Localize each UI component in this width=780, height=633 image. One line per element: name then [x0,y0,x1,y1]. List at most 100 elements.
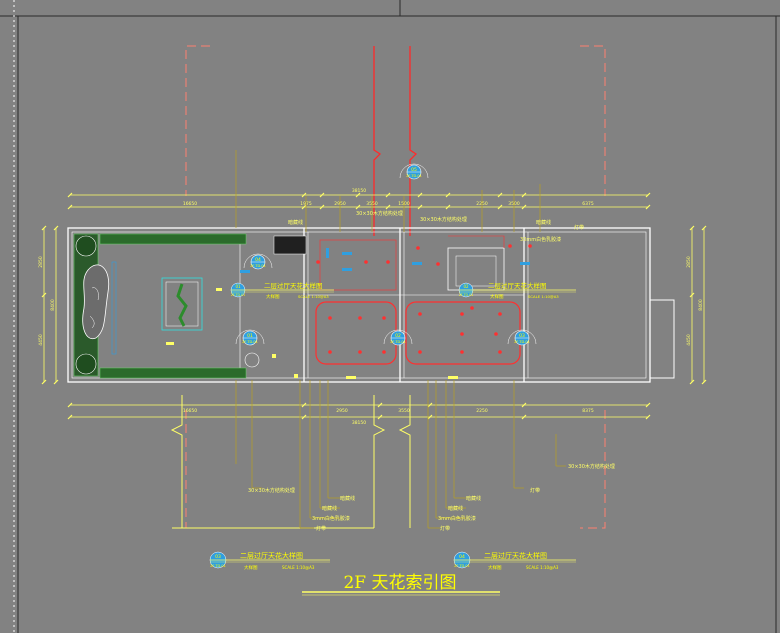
dim-tick [377,402,383,408]
dim-overall-top: 38150 [352,188,366,194]
downlight [460,332,464,336]
callout-01-ref: 2F-TD-01 [231,293,245,297]
dim-tick [701,225,707,231]
downlight [382,316,386,320]
bm-note-4: 灯带 [440,525,450,532]
callout-02-scale: SCALE 1:10@A3 [528,294,559,299]
top-note-3: 30×30木方结构处理 [420,216,467,223]
tag-04-num: 04 [255,257,261,263]
dim-left-total: 8400 [50,299,56,311]
leader-lines [235,150,566,529]
dim-tick [689,292,695,298]
bm-note-2: 暗藏线 [448,505,463,512]
dim-tick [301,414,307,420]
dim-tick [645,204,651,210]
callout-detail-02[interactable]: 02 2F-TD-01 二层过厅天花大样图 大样图 SCALE 1:10@A3 [458,281,576,300]
callout-03-title: 二层过厅天花大样图 [240,551,303,560]
callout-03-ref: 2F-TD-01 [210,564,226,568]
downlight [498,312,502,316]
dimension-ticks [41,192,707,420]
section-break-lines [170,395,411,529]
dim-tick [67,192,73,198]
dim-tick [521,192,527,198]
dim-tick [301,192,307,198]
dim-tick [445,192,451,198]
tag-03-ref: 2F-TD-01 [514,340,530,344]
callout-02-title: 二层过厅天花大样图 [488,281,547,290]
downlight [508,244,512,248]
section-tag-03[interactable]: 03 2F-TD-01 [507,329,537,346]
bl-note-5: 灯带 [316,525,326,532]
downlight [460,350,464,354]
bm-note-3: 3mm白色乳胶漆 [438,515,476,522]
downlight [436,262,440,266]
dim-tick [53,225,59,231]
section-tag-04[interactable]: 04 2F-TD-01 [243,253,273,270]
light-fixtures [316,244,532,354]
dim-tick [645,192,651,198]
dim-tick [417,192,423,198]
downlight [382,350,386,354]
dim-tick [521,402,527,408]
top-note-6: 灯带 [574,224,584,231]
dim-tick [53,379,59,385]
dim-tick [319,192,325,198]
callout-04-num: 04 [459,554,465,560]
dim-bottom-5: 8375 [582,408,594,414]
dim-tick [417,204,423,210]
dim-tick [385,192,391,198]
downlight [460,312,464,316]
callout-detail-03[interactable]: 03 2F-TD-01 二层过厅天花大样图 大样图 SCALE 1:10@A3 [209,551,330,571]
dim-tick [319,204,325,210]
downlight [328,350,332,354]
br-note-1: 30×30木方结构处理 [568,463,615,470]
dim-tick [301,204,307,210]
section-tag-02[interactable]: 02 2F-TD-01 [383,329,413,346]
bl-note-3: 3mm白色乳胶漆 [312,515,350,522]
dim-tick [645,402,651,408]
dim-tick [67,402,73,408]
dim-tick [301,402,307,408]
dim-tick [645,414,651,420]
tag-04-ref: 2F-TD-01 [250,264,266,268]
callout-02-sub: 大样图 [490,293,504,300]
dim-tick [445,204,451,210]
dim-right-total: 8400 [698,299,704,311]
dim-tick [497,204,503,210]
dim-tick [427,414,433,420]
tag-01-ref: 2F-TD-01 [242,340,258,344]
section-tag-01[interactable]: 01 2F-TD-01 [235,329,265,346]
callout-detail-01[interactable]: 01 2F-TD-01 二层过厅天花大样图 大样图 SCALE 1:10@A3 [230,281,334,300]
callout-detail-04[interactable]: 04 2F-TD-01 二层过厅天花大样图 大样图 SCALE 1:10@A3 [453,551,576,571]
dim-tick [521,414,527,420]
courtyard-garden [73,233,260,379]
dim-tick [41,292,47,298]
dim-tick [41,225,47,231]
callout-03-sub: 大样图 [244,564,258,571]
dim-bottom-4: 2250 [476,408,488,414]
tag-05-ref: 2F-TD-01 [406,174,422,178]
dim-tick [689,379,695,385]
callout-01-scale: SCALE 1:10@A3 [298,294,329,299]
callout-04-sub: 大样图 [488,564,502,571]
dim-tick [701,379,707,385]
dim-right-1: 2850 [686,256,692,268]
dim-tick [497,192,503,198]
drawing-title: 2F 天花索引图 [343,573,456,593]
downlight [494,332,498,336]
callout-04-ref: 2F-TD-01 [454,564,470,568]
tag-03-num: 03 [519,333,525,339]
dim-left-1: 2850 [38,256,44,268]
yellow-fixtures [166,288,458,379]
dim-tick [377,414,383,420]
top-note-2: 30×30木方结构处理 [356,210,403,217]
section-tag-05[interactable]: 05 2F-TD-01 [399,163,429,180]
downlight [364,260,368,264]
top-note-4: 暗藏线 [536,219,551,226]
dimension-lines [43,194,705,418]
leader-annotations: 暗藏线 30×30木方结构处理 30×30木方结构处理 暗藏线 30mm白色乳胶… [248,210,615,532]
tag-01-num: 01 [247,333,253,339]
dim-tick [355,192,361,198]
bl-note-1: 暗藏线 [340,495,355,502]
